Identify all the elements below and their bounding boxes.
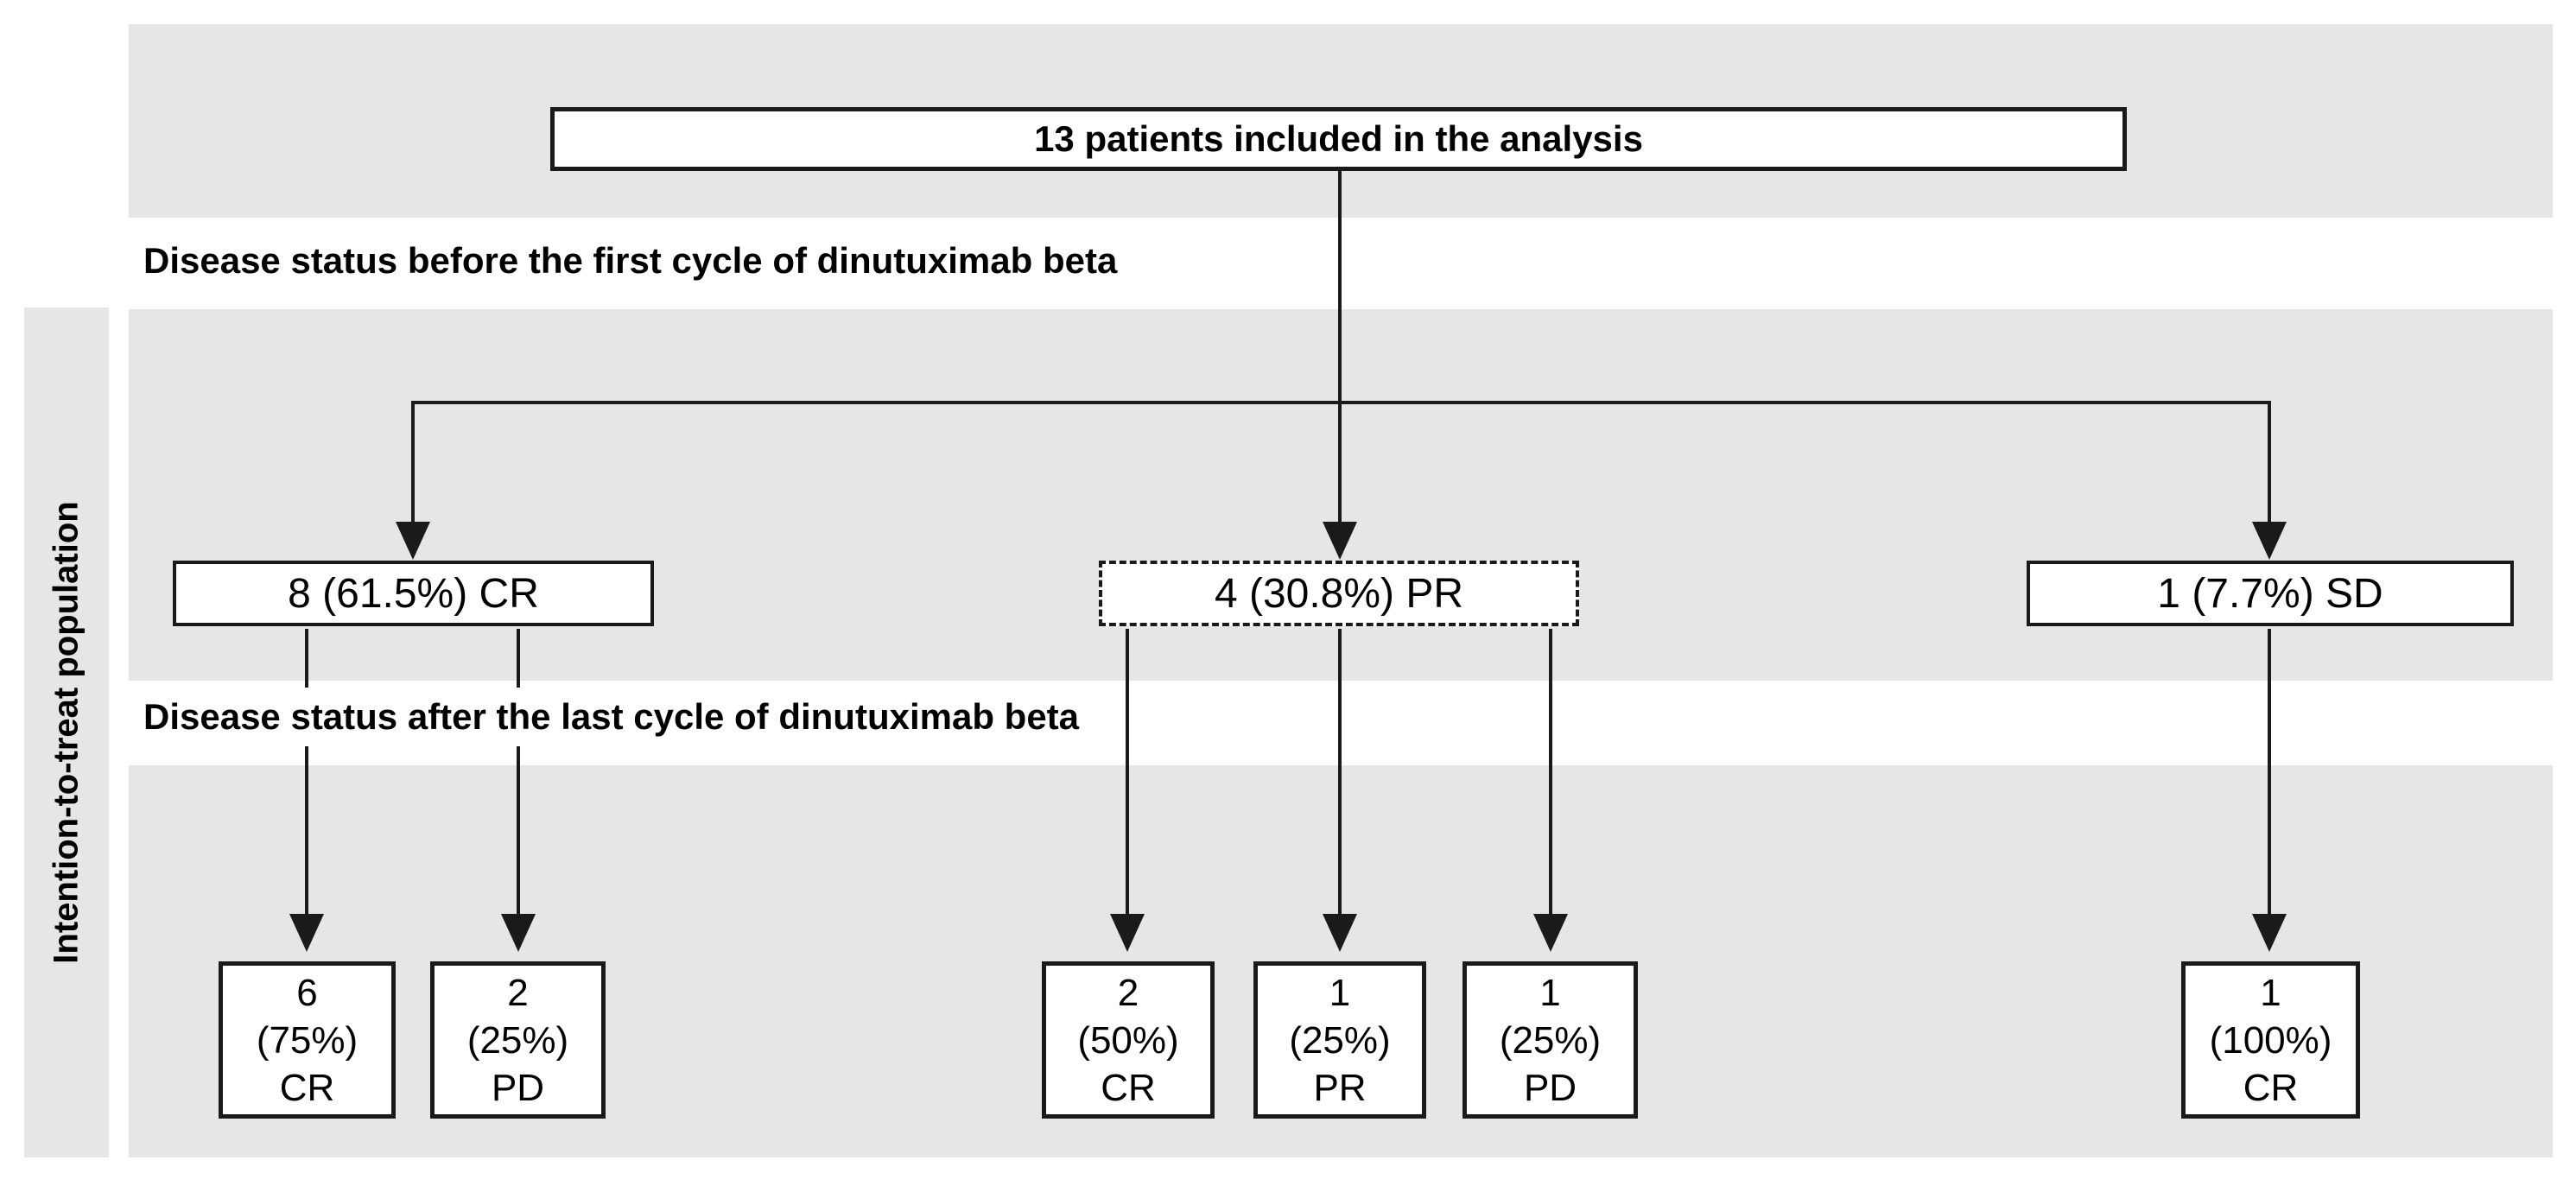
outcome-count: 6 <box>296 971 318 1014</box>
outcome-status: PD <box>491 1066 545 1109</box>
connector-branch-horizontal <box>411 401 2270 404</box>
outcome-box-pr-pr: 1 (25%) PR <box>1253 961 1426 1119</box>
connector-pr-to-outcome1 <box>1126 629 1129 914</box>
outcome-count: 2 <box>507 971 529 1014</box>
outcome-box-cr-pd: 2 (25%) PD <box>430 961 606 1119</box>
arrow-down-icon <box>1533 914 1568 952</box>
stage-label-after: Disease status after the last cycle of d… <box>131 688 1092 746</box>
stage-label-before: Disease status before the first cycle of… <box>131 231 1130 290</box>
baseline-cr-box: 8 (61.5%) CR <box>173 561 654 626</box>
outcome-count: 1 <box>2260 971 2281 1014</box>
total-patients-box: 13 patients included in the analysis <box>550 107 2127 171</box>
outcome-percent: (25%) <box>466 1018 569 1062</box>
connector-branch-left <box>411 401 415 529</box>
outcome-status: CR <box>279 1066 335 1109</box>
outcome-count: 1 <box>1329 971 1351 1014</box>
outcome-count: 2 <box>1117 971 1139 1014</box>
outcome-status: PR <box>1313 1066 1367 1109</box>
outcome-percent: (100%) <box>2209 1018 2332 1062</box>
outcome-status: PD <box>1523 1066 1577 1109</box>
outcome-box-pr-cr: 2 (50%) CR <box>1042 961 1215 1119</box>
arrow-down-icon <box>2252 522 2287 560</box>
outcome-count: 1 <box>1539 971 1561 1014</box>
arrow-down-icon <box>289 914 324 952</box>
arrow-down-icon <box>396 522 430 560</box>
connector-cr-to-outcome1 <box>305 629 308 914</box>
outcome-percent: (25%) <box>1289 1018 1391 1062</box>
outcome-status: CR <box>2243 1066 2299 1109</box>
outcome-percent: (50%) <box>1077 1018 1179 1062</box>
connector-cr-to-outcome2 <box>517 629 520 914</box>
arrow-down-icon <box>1323 914 1357 952</box>
connector-sd-to-outcome1 <box>2268 629 2271 914</box>
connector-total-to-branches <box>1338 170 1342 529</box>
arrow-down-icon <box>1110 914 1145 952</box>
outcome-percent: (75%) <box>256 1018 358 1062</box>
connector-pr-to-outcome3 <box>1549 629 1552 914</box>
outcome-percent: (25%) <box>1499 1018 1602 1062</box>
sidebar-band <box>24 308 109 1157</box>
baseline-sd-box: 1 (7.7%) SD <box>2027 561 2514 626</box>
connector-pr-to-outcome2 <box>1338 629 1342 914</box>
arrow-down-icon <box>1323 522 1357 560</box>
arrow-down-icon <box>2252 914 2287 952</box>
baseline-pr-box: 4 (30.8%) PR <box>1099 561 1579 626</box>
outcome-status: CR <box>1101 1066 1156 1109</box>
population-label: Intention-to-treat population <box>47 501 86 964</box>
connector-branch-right <box>2268 401 2271 529</box>
arrow-down-icon <box>501 914 536 952</box>
outcome-box-pr-pd: 1 (25%) PD <box>1462 961 1638 1119</box>
outcome-box-sd-cr: 1 (100%) CR <box>2181 961 2360 1119</box>
outcome-box-cr-cr: 6 (75%) CR <box>219 961 396 1119</box>
